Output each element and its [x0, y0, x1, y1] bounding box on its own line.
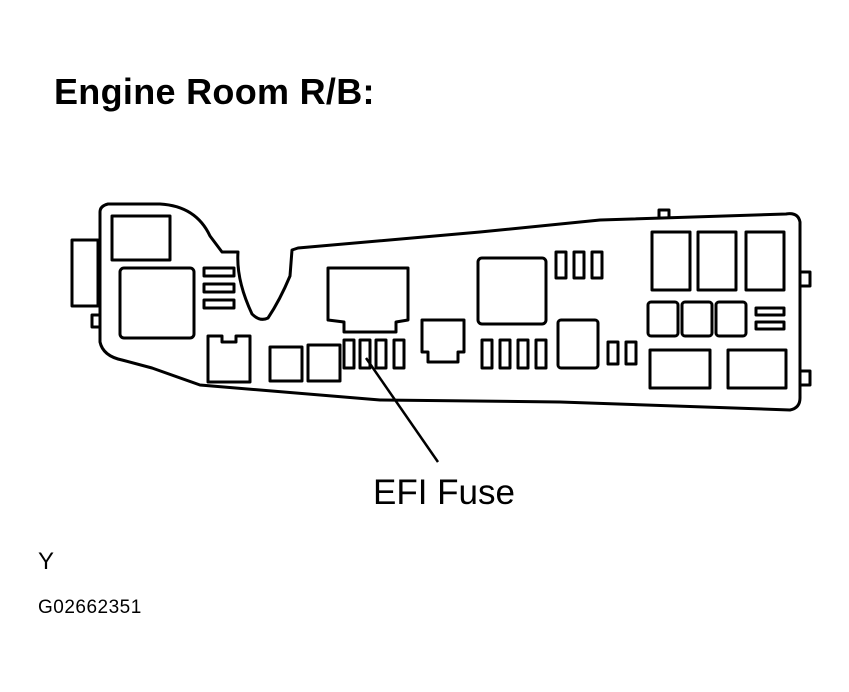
fuse-small-2 [202, 282, 236, 294]
relay-square-1 [268, 345, 304, 383]
fuse-lower-2 [624, 340, 638, 366]
fuse-top-3 [590, 250, 604, 280]
reference-letter: Y [38, 548, 55, 575]
relay-bottom-right-1 [648, 348, 712, 390]
callout-leader-line [364, 357, 440, 463]
fuse-center-2 [498, 338, 512, 370]
reference-code: G02662351 [38, 597, 142, 618]
fuse-efi-group-1 [342, 338, 356, 370]
fuse-top-2 [572, 250, 586, 280]
fuse-center-1 [480, 338, 494, 370]
relay-center [326, 266, 410, 334]
fuse-small-1 [202, 266, 236, 278]
relay-top-left [110, 214, 172, 262]
page-title: Engine Room R/B: [54, 71, 375, 112]
relay-notched-left [206, 334, 252, 384]
fuse-efi [358, 338, 372, 370]
fuse-efi-group-3 [374, 338, 388, 370]
fuse-right-1 [754, 306, 786, 317]
relay-mid-right-1 [646, 300, 680, 338]
relay-center-right [476, 256, 548, 326]
relay-mid-right-3 [714, 300, 748, 338]
efi-fuse-label: EFI Fuse [373, 473, 515, 512]
relay-top-right-2 [696, 230, 738, 292]
fuse-efi-group-4 [392, 338, 406, 370]
fuse-lower-1 [606, 340, 620, 366]
fuse-small-3 [202, 298, 236, 310]
relay-lower-mid [556, 318, 600, 370]
relay-top-right-3 [744, 230, 786, 292]
fuse-center-3 [516, 338, 530, 370]
relay-bottom-right-2 [726, 348, 788, 390]
left-connector-tab [70, 238, 100, 308]
fuse-top-1 [554, 250, 568, 280]
fuse-center-4 [534, 338, 548, 370]
fuse-right-2 [754, 320, 786, 331]
connector-center [420, 318, 466, 364]
relay-top-right-1 [650, 230, 692, 292]
relay-left-large [118, 266, 196, 340]
relay-mid-right-2 [680, 300, 714, 338]
relay-square-2 [306, 343, 342, 383]
